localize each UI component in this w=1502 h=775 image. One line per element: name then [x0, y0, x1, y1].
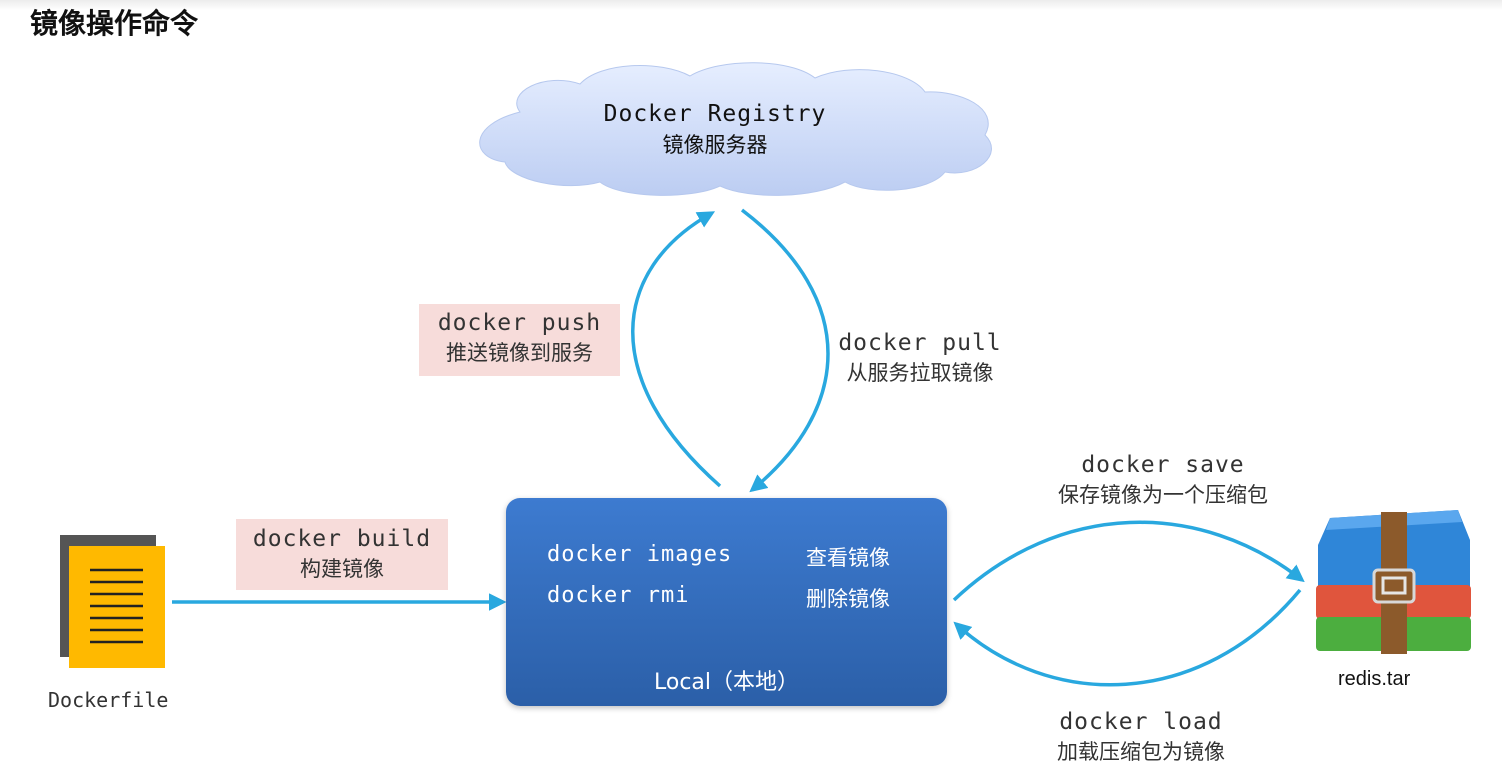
top-bar — [0, 0, 1502, 10]
pull-cmd: docker pull — [838, 330, 1002, 356]
push-cmd: docker push — [437, 310, 602, 336]
save-arrow — [952, 520, 1305, 602]
push-arrow — [631, 211, 722, 488]
registry-node: Docker Registry 镜像服务器 — [560, 98, 870, 160]
load-arrow — [953, 588, 1302, 687]
archive-icon — [1316, 510, 1471, 654]
pull-arrow — [740, 208, 830, 493]
build-desc: 构建镜像 — [300, 557, 384, 581]
page-title: 镜像操作命令 — [30, 7, 199, 40]
cloud-icon — [479, 62, 992, 196]
push-desc: 推送镜像到服务 — [446, 341, 593, 365]
save-desc: 保存镜像为一个压缩包 — [1058, 483, 1268, 507]
load-cmd: docker load — [1059, 709, 1223, 735]
push-label: docker push 推送镜像到服务 — [419, 304, 620, 376]
archive-label: redis.tar — [1338, 668, 1411, 690]
registry-desc: 镜像服务器 — [662, 133, 768, 157]
dockerfile-label: Dockerfile — [48, 688, 169, 712]
load-desc: 加载压缩包为镜像 — [1057, 740, 1225, 764]
local-desc-rmi: 删除镜像 — [806, 587, 890, 611]
local-cmd-rmi: docker rmi — [547, 583, 690, 608]
build-cmd: docker build — [252, 526, 432, 552]
registry-name: Docker Registry — [603, 101, 827, 127]
local-desc-images: 查看镜像 — [806, 546, 890, 570]
build-label: docker build 构建镜像 — [236, 519, 448, 590]
load-label: docker load 加载压缩包为镜像 — [1030, 707, 1252, 767]
pull-label: docker pull 从服务拉取镜像 — [828, 328, 1012, 388]
local-node: docker images 查看镜像 docker rmi 删除镜像 Local… — [506, 498, 947, 706]
save-label: docker save 保存镜像为一个压缩包 — [1030, 450, 1296, 510]
local-cmd-images: docker images — [547, 542, 733, 567]
document-icon — [60, 535, 165, 668]
pull-desc: 从服务拉取镜像 — [846, 361, 994, 385]
local-title: Local（本地） — [653, 670, 800, 695]
save-cmd: docker save — [1081, 452, 1245, 478]
